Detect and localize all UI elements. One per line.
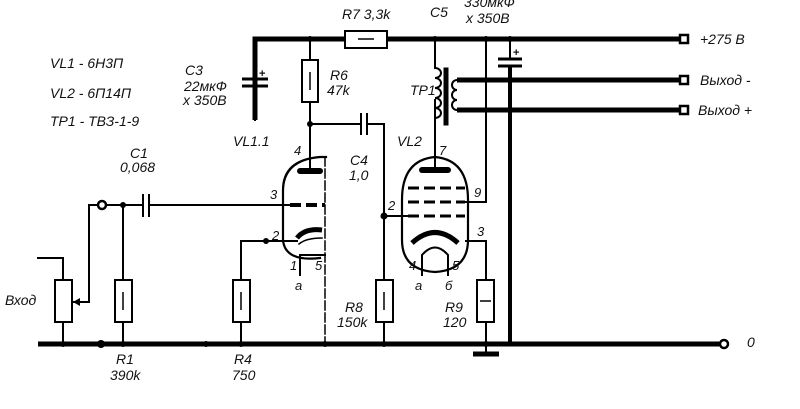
pin-vl2-heater2-tag: б: [445, 278, 453, 293]
label-out-plus: Выход +: [698, 102, 752, 118]
label-c5-name: C5: [430, 4, 448, 20]
capacitor-c4: [309, 113, 388, 287]
label-c3-voltage: х 350В: [182, 92, 227, 108]
ground-rail: [38, 340, 720, 348]
pin-vl1-heater1: 1: [290, 258, 297, 273]
label-r1-name: R1: [116, 351, 134, 367]
terminal-ground[interactable]: [718, 338, 730, 350]
label-c1-name: C1: [130, 145, 148, 161]
resistor-r9: [473, 279, 499, 357]
pin-vl2-screen: 9: [474, 185, 481, 200]
resistor-r6: [301, 38, 319, 166]
pin-vl1-heater1-tag: а: [295, 278, 302, 293]
capacitor-c3: +: [242, 68, 268, 121]
label-r8-name: R8: [345, 299, 363, 315]
resistor-r4: [232, 279, 251, 345]
legend-tr1: TP1 - ТВЗ-1-9: [50, 113, 139, 129]
legend-vl2: VL2 - 6П14П: [50, 85, 132, 101]
resistor-r7: [344, 30, 388, 49]
label-tp1: TP1: [410, 82, 436, 98]
label-c5-value: 330мкФ: [464, 0, 515, 10]
terminal-out-minus[interactable]: [678, 74, 690, 86]
pin-vl2-heater1: 4: [409, 258, 416, 273]
legend-vl1: VL1 - 6Н3П: [50, 55, 124, 71]
label-vl2: VL2: [397, 133, 422, 149]
terminal-input[interactable]: [96, 199, 108, 211]
label-c3-name: C3: [185, 62, 203, 78]
label-out-minus: Выход -: [700, 72, 751, 88]
label-vl1: VL1.1: [233, 133, 270, 149]
c3-plus-sign: +: [259, 68, 265, 80]
label-ground: 0: [747, 334, 755, 350]
label-r4-name: R4: [234, 351, 252, 367]
potentiometer-input[interactable]: [37, 204, 103, 345]
pin-vl1-grid: 3: [270, 187, 278, 202]
label-r9-name: R9: [445, 299, 463, 315]
label-c1-value: 0,068: [120, 159, 155, 175]
pin-vl2-cathode: 3: [477, 224, 485, 239]
resistor-r8: [375, 279, 394, 345]
wire-cathode-vl2: [465, 240, 487, 283]
label-r4-value: 750: [232, 367, 256, 383]
label-input: Вход: [5, 292, 37, 308]
label-c3-value: 22мкФ: [183, 78, 227, 94]
pin-vl2-heater1-tag: а: [415, 278, 422, 293]
pin-vl2-anode: 7: [439, 143, 447, 158]
tube-vl1: [281, 149, 328, 346]
pin-vl2-heater2: 5: [452, 258, 460, 273]
wire-cathode-vl1: [240, 238, 298, 281]
pin-vl2-grid: 2: [387, 198, 396, 213]
capacitor-c1: [142, 194, 150, 217]
label-r6-value: 47k: [327, 82, 351, 98]
resistor-r1: [114, 204, 133, 345]
label-supply: +275 В: [700, 31, 745, 47]
label-r8-value: 150k: [337, 314, 368, 330]
label-c5-voltage: х 350В: [465, 10, 510, 26]
c5-plus-sign: +: [513, 47, 519, 59]
label-c4-name: C4: [350, 152, 368, 168]
transformer-tp1: [433, 38, 459, 126]
capacitor-c5: +: [498, 38, 522, 344]
label-r7: R7 3,3k: [342, 6, 391, 22]
label-c4-value: 1,0: [349, 167, 369, 183]
label-r6-name: R6: [330, 67, 348, 83]
label-r9-value: 120: [443, 314, 467, 330]
label-r1-value: 390k: [110, 367, 141, 383]
pin-vl1-anode: 4: [294, 143, 301, 158]
wire-screen-grid: [464, 38, 487, 203]
tube-vl2: [383, 99, 470, 276]
pin-vl1-cathode: 2: [271, 228, 280, 243]
terminal-supply[interactable]: [678, 33, 690, 45]
pin-vl1-heater2: 5: [315, 258, 323, 273]
terminal-out-plus[interactable]: [678, 104, 690, 116]
